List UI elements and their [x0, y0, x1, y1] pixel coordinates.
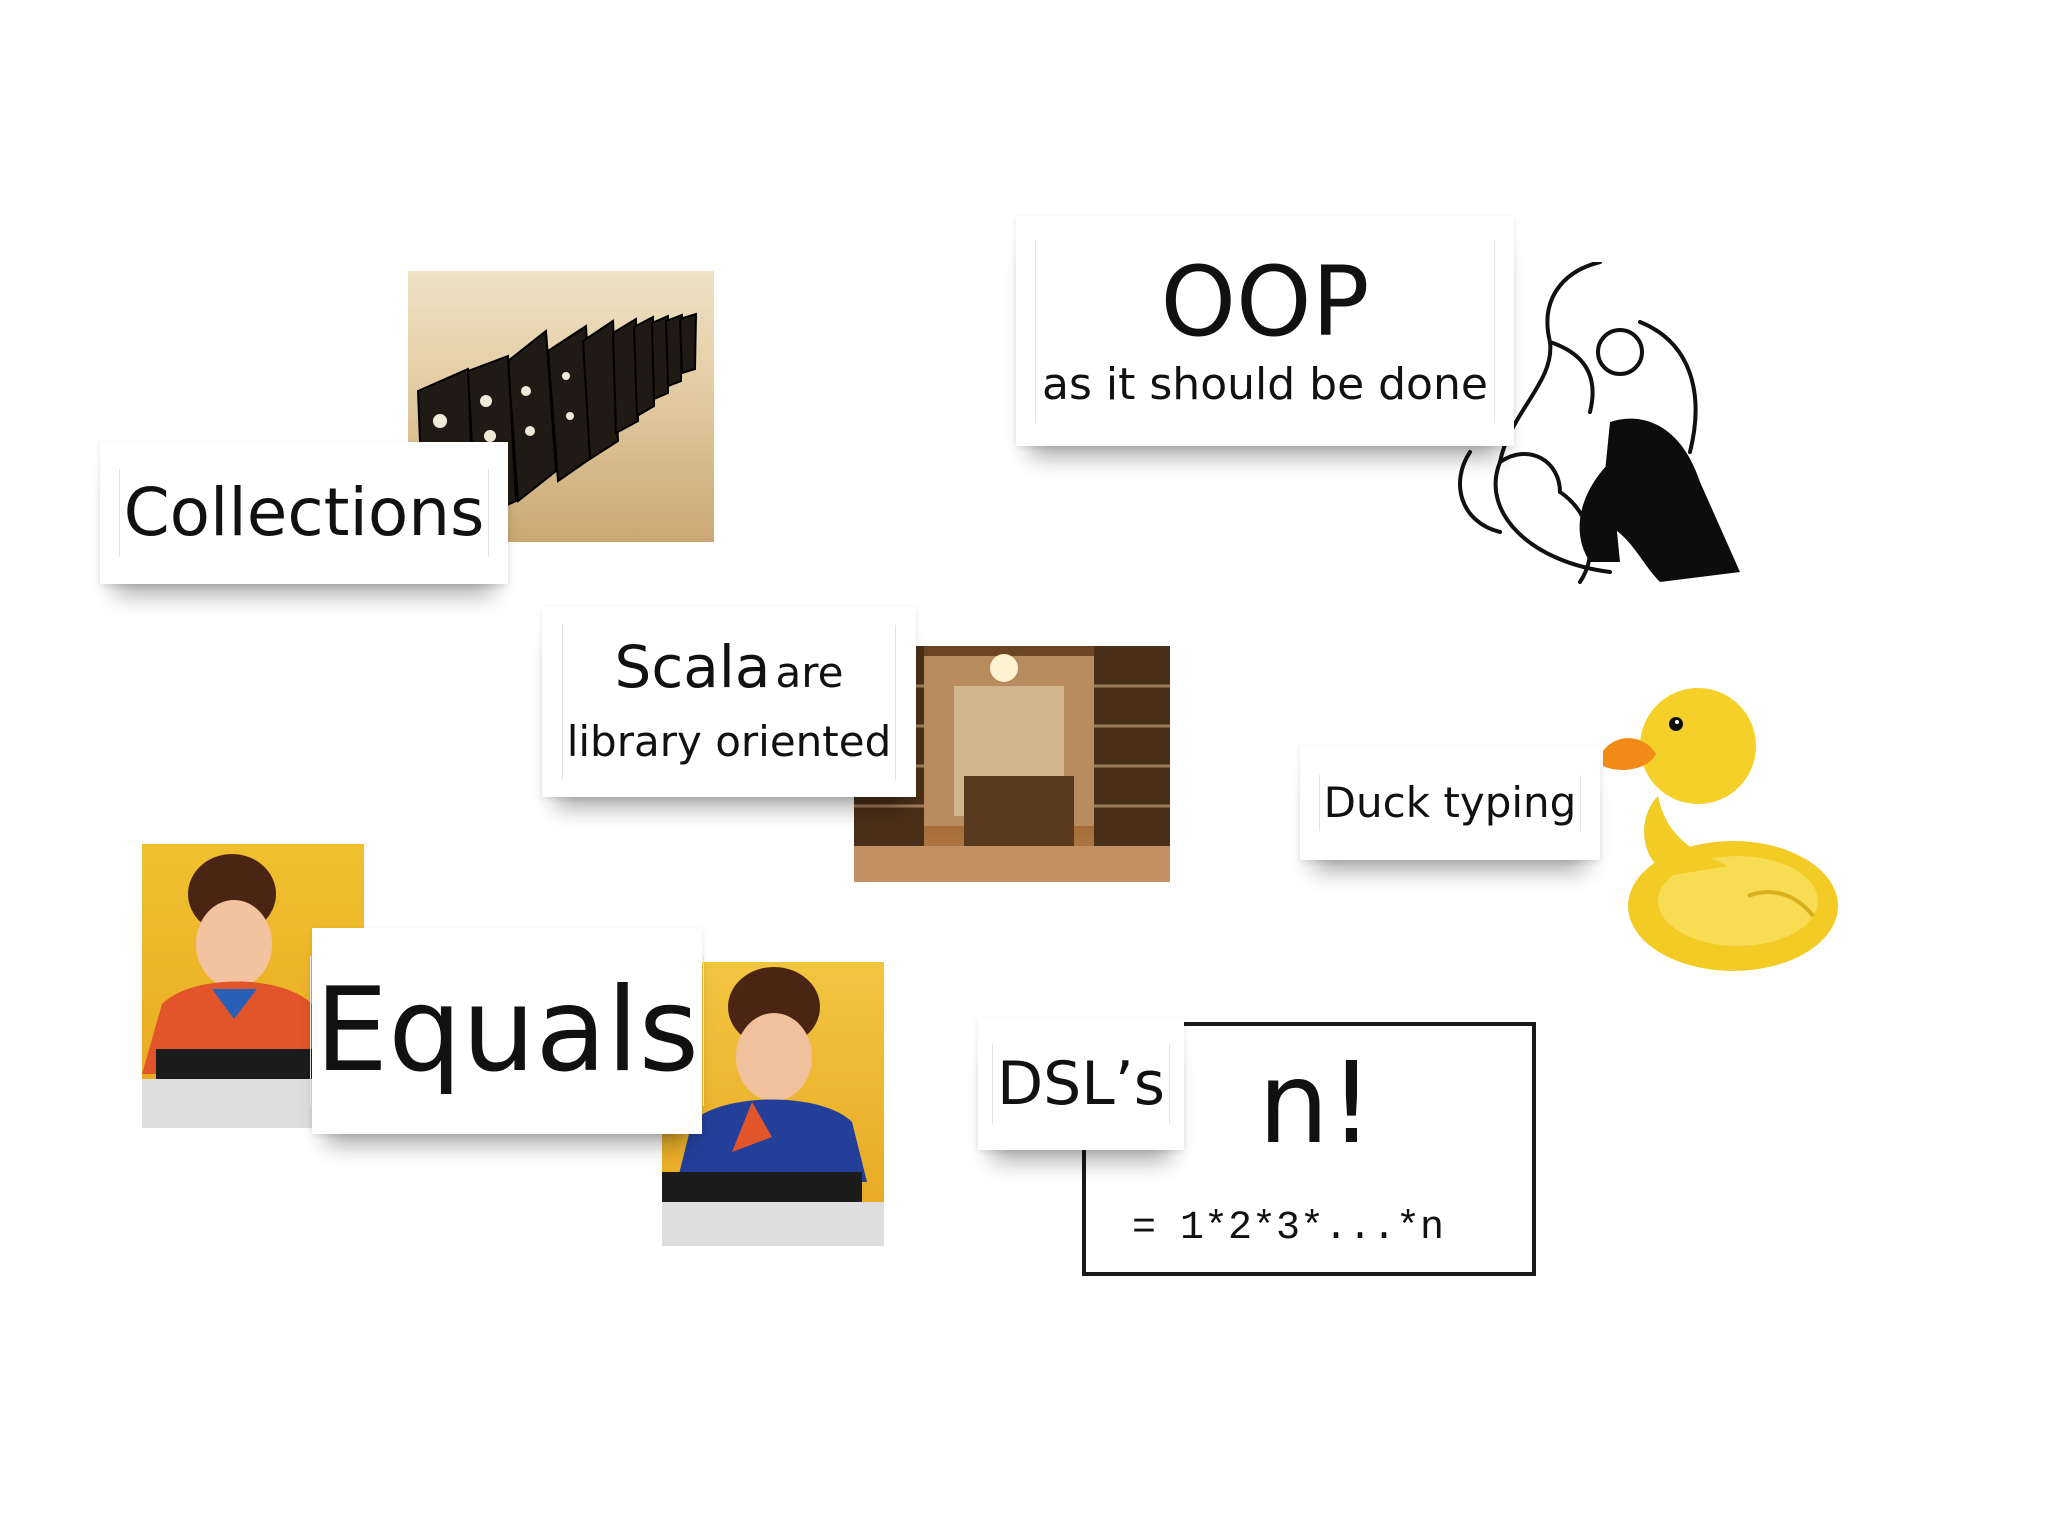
rubber-duck-image [1598, 676, 1848, 976]
dsl-card: DSL’s [978, 1018, 1184, 1150]
scala-word: Scala [614, 632, 771, 701]
factorial-formula: = 1*2*3*...*n [1132, 1206, 1445, 1251]
equals-label: Equals [309, 956, 705, 1106]
collections-label: Collections [118, 469, 490, 557]
scala-line2: library oriented [566, 716, 892, 766]
equals-card: Equals [309, 928, 705, 1134]
duck-typing-card: Duck typing [1300, 746, 1600, 860]
collections-card: Collections [100, 442, 508, 584]
dsl-label: DSL’s [991, 1044, 1171, 1124]
oop-card: OOP as it should be done [1016, 216, 1514, 446]
scala-are: are [775, 647, 844, 697]
scala-card: Scala are library oriented [542, 607, 916, 797]
oop-subtitle: as it should be done [1042, 359, 1488, 410]
factorial-big: n! [1258, 1039, 1374, 1169]
aikido-drawing [1440, 262, 1760, 594]
duck-typing-label: Duck typing [1318, 775, 1582, 831]
oop-title: OOP [1160, 246, 1370, 358]
